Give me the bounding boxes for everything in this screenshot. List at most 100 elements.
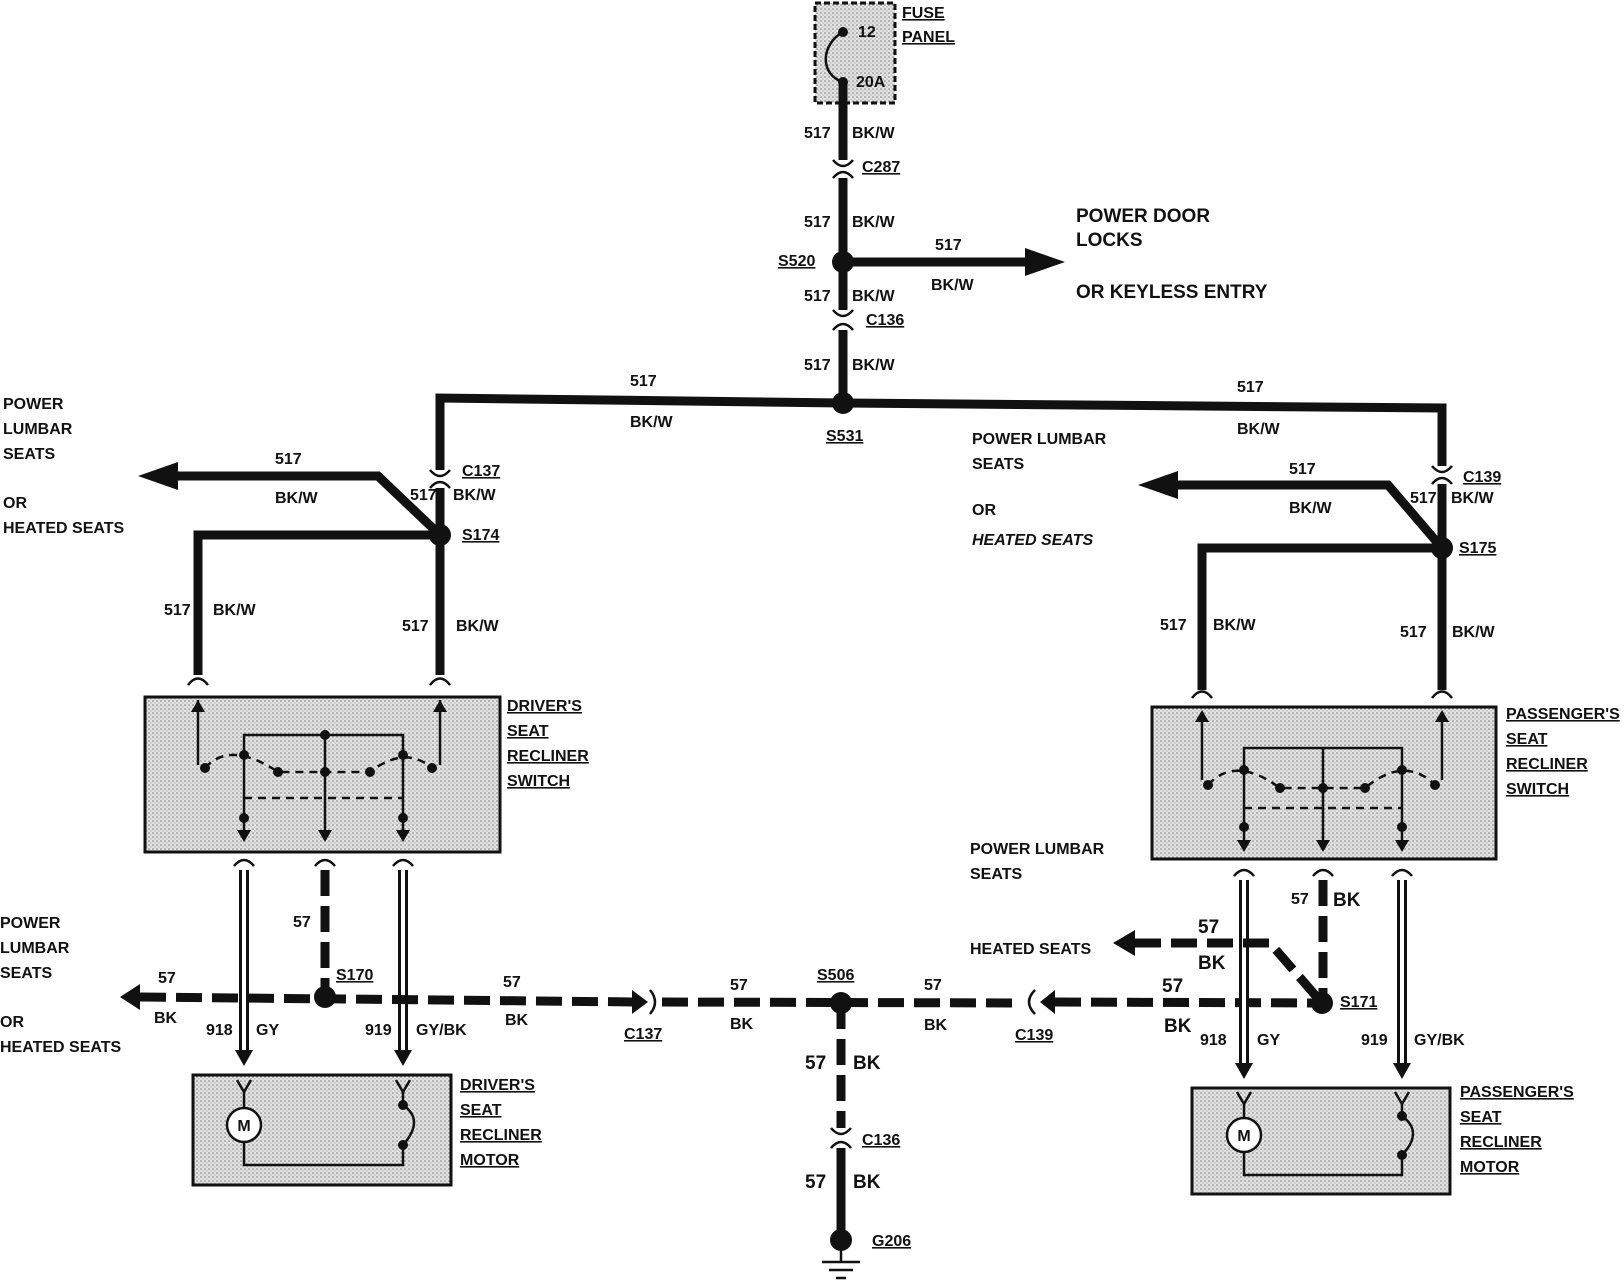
fuse-panel: 12 20A FUSE PANEL <box>813 1 955 105</box>
wire-label: 918 <box>1200 1032 1227 1049</box>
passenger-motor-label: PASSENGER'S SEAT RECLINER MOTOR <box>1460 1084 1574 1176</box>
wire-label: 517 <box>804 125 831 142</box>
door-locks-branch <box>843 248 1065 276</box>
wire-label: 57 <box>293 914 311 931</box>
svg-text:SEAT: SEAT <box>507 723 549 740</box>
wire-label: 517 <box>804 288 831 305</box>
wire-color: BK/W <box>852 214 896 231</box>
svg-text:M: M <box>1237 1128 1250 1145</box>
svg-text:PASSENGER'S: PASSENGER'S <box>1506 706 1620 723</box>
wire-color: BK <box>924 1017 948 1034</box>
splice-s174: S174 <box>462 527 499 544</box>
driver-seat-recliner-motor: M <box>191 1073 453 1187</box>
svg-text:SEATS: SEATS <box>0 965 52 982</box>
connector-c136-lower: C136 <box>862 1132 900 1149</box>
wire-color: BK/W <box>630 414 674 431</box>
splice-s506: S506 <box>817 967 854 984</box>
wire-label: 57 <box>805 1172 826 1193</box>
connector-c137-lower: C137 <box>624 1026 662 1043</box>
wire-label: 517 <box>275 451 302 468</box>
svg-text:MOTOR: MOTOR <box>1460 1159 1520 1176</box>
svg-text:OR: OR <box>0 1014 24 1031</box>
passenger-lower-wires <box>1113 868 1413 1079</box>
wire-label: 517 <box>164 602 191 619</box>
splice-s171: S171 <box>1340 994 1377 1011</box>
top-bus-wire <box>435 393 1447 470</box>
wire-label: 57 <box>805 1053 826 1074</box>
svg-text:HEATED SEATS: HEATED SEATS <box>972 532 1094 549</box>
ground-drop <box>822 1003 860 1280</box>
wire-label: 517 <box>1237 379 1264 396</box>
driver-switch-label: DRIVER'S SEAT RECLINER SWITCH <box>507 698 589 790</box>
arrow-left-icon <box>138 462 178 490</box>
svg-text:HEATED SEATS: HEATED SEATS <box>3 520 125 537</box>
door-locks-label-2: LOCKS <box>1076 230 1143 251</box>
left-lower-option-label: POWER LUMBAR SEATS OR HEATED SEATS <box>0 915 122 1056</box>
wire-color: BK/W <box>453 487 497 504</box>
wire-label: 57 <box>924 977 942 994</box>
svg-text:SEATS: SEATS <box>3 446 55 463</box>
svg-text:SEAT: SEAT <box>1506 731 1548 748</box>
passenger-switch-label: PASSENGER'S SEAT RECLINER SWITCH <box>1506 706 1620 798</box>
fuse-panel-label-1: FUSE <box>902 5 945 22</box>
driver-motor-label: DRIVER'S SEAT RECLINER MOTOR <box>460 1077 542 1169</box>
right-upper-option-label: POWER LUMBAR SEATS OR HEATED SEATS <box>972 431 1107 549</box>
svg-text:HEATED SEATS: HEATED SEATS <box>970 941 1092 958</box>
svg-text:POWER LUMBAR: POWER LUMBAR <box>972 431 1107 448</box>
wire-label: 517 <box>630 373 657 390</box>
wire-label: 918 <box>206 1022 233 1039</box>
svg-text:DRIVER'S: DRIVER'S <box>507 698 582 715</box>
splice-s170: S170 <box>336 967 373 984</box>
wire-label: 517 <box>1400 624 1427 641</box>
wire-color: BK <box>154 1010 178 1027</box>
wire-label: 57 <box>503 974 521 991</box>
svg-text:SWITCH: SWITCH <box>507 773 570 790</box>
passenger-feed <box>1138 465 1453 699</box>
wire-label: 57 <box>1198 917 1219 938</box>
wire-color: BK <box>730 1016 754 1033</box>
wire-label: 57 <box>730 977 748 994</box>
wire-color: BK/W <box>1289 500 1333 517</box>
wire-color: BK <box>1333 890 1361 911</box>
svg-text:LUMBAR: LUMBAR <box>3 421 73 438</box>
wire-label: 919 <box>1361 1032 1388 1049</box>
svg-text:DRIVER'S: DRIVER'S <box>460 1077 535 1094</box>
connector-c287: C287 <box>862 159 900 176</box>
wire-color: BK/W <box>931 277 975 294</box>
wire-color: BK <box>505 1012 529 1029</box>
wire-color: BK <box>1198 953 1226 974</box>
svg-text:SEAT: SEAT <box>1460 1109 1502 1126</box>
svg-text:RECLINER: RECLINER <box>460 1127 542 1144</box>
door-locks-label-1: POWER DOOR <box>1076 206 1210 227</box>
wire-label: 517 <box>804 214 831 231</box>
wire-color: GY <box>256 1022 279 1039</box>
fuse-panel-label-2: PANEL <box>902 29 955 46</box>
wire-label: 517 <box>1410 490 1437 507</box>
svg-text:SWITCH: SWITCH <box>1506 781 1569 798</box>
splice-s531: S531 <box>826 428 863 445</box>
wire-color: BK <box>853 1172 881 1193</box>
svg-text:POWER: POWER <box>0 915 61 932</box>
svg-text:SEAT: SEAT <box>460 1102 502 1119</box>
svg-text:PASSENGER'S: PASSENGER'S <box>1460 1084 1574 1101</box>
wire-color: BK/W <box>1452 624 1496 641</box>
wire-color: BK/W <box>852 288 896 305</box>
svg-text:SEATS: SEATS <box>972 456 1024 473</box>
wire-label: 517 <box>1160 617 1187 634</box>
svg-text:HEATED SEATS: HEATED SEATS <box>0 1039 122 1056</box>
left-option-label: POWER LUMBAR SEATS OR HEATED SEATS <box>3 396 125 537</box>
wire-label: 517 <box>1289 461 1316 478</box>
wire-color: BK/W <box>213 602 257 619</box>
svg-text:RECLINER: RECLINER <box>507 748 589 765</box>
ground-g206: G206 <box>872 1233 911 1250</box>
driver-lower-wires <box>233 858 414 1066</box>
passenger-seat-recliner-motor: M <box>1190 1086 1452 1196</box>
wire-label: 919 <box>365 1022 392 1039</box>
splice-s520: S520 <box>778 253 815 270</box>
passenger-seat-recliner-switch <box>1150 705 1498 861</box>
wire-label: 57 <box>158 970 176 987</box>
wire-color: BK/W <box>852 357 896 374</box>
wire-color: GY/BK <box>416 1022 467 1039</box>
driver-feed <box>138 462 451 686</box>
